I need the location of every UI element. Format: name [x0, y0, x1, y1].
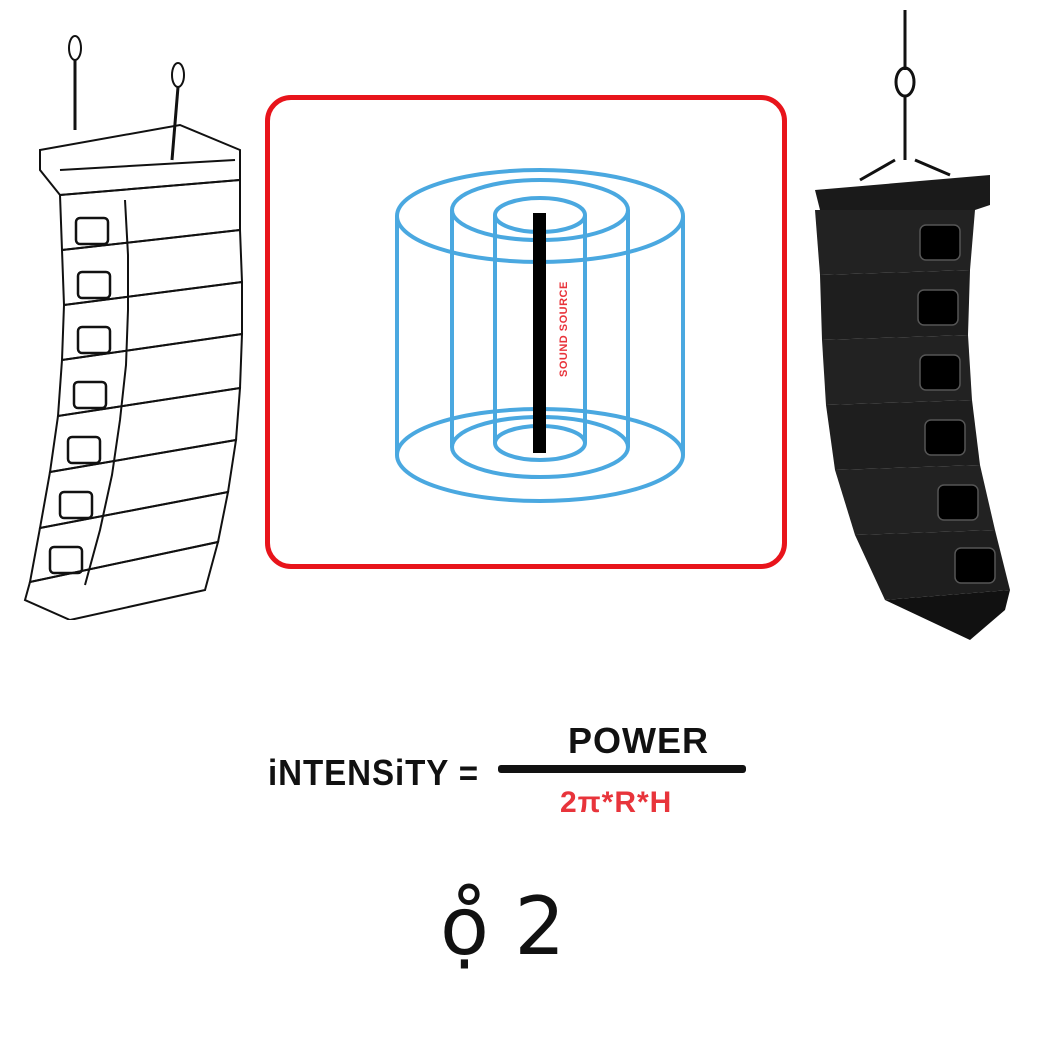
right-line-array-speaker-photo: [815, 10, 1010, 640]
footer-glyph-text: ọ̊ 2: [440, 880, 566, 973]
formula-numerator: POWER: [568, 720, 710, 761]
formula-denominator: 2π*R*H: [560, 786, 673, 819]
cylindrical-spreading-frame: [265, 95, 787, 569]
line-source-bar: [533, 213, 546, 453]
formula-intensity-label: iNTENSiTY =: [268, 752, 480, 793]
sound-source-label: SOUND SOURCE: [558, 281, 570, 377]
cylindrical-wavefront-diagram: SOUND SOURCE: [395, 168, 685, 503]
formula-fraction-bar: [498, 765, 746, 773]
left-line-array-speaker-drawing: [23, 35, 244, 620]
